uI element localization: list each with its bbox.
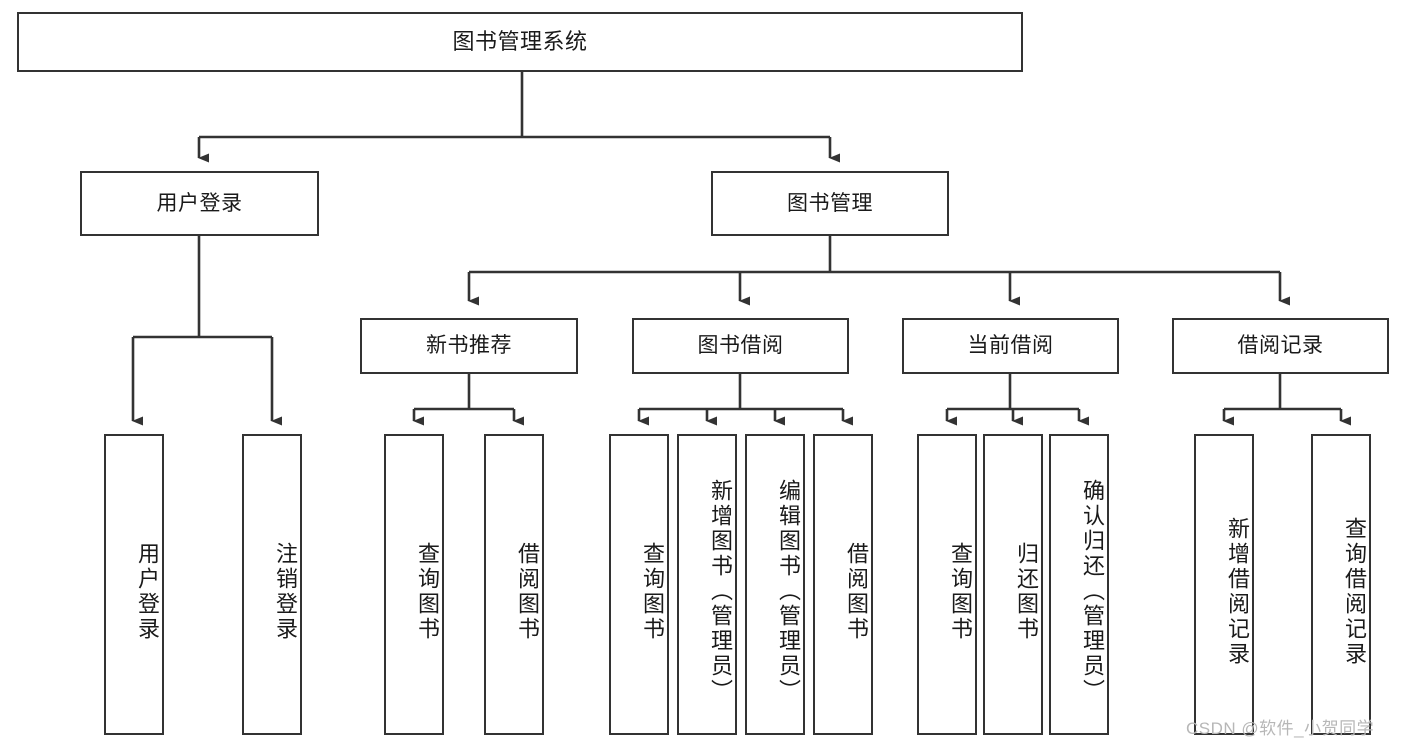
- node-label: 借阅记录: [1237, 334, 1324, 358]
- leaf-new-book-query[interactable]: 查询图书: [384, 434, 444, 735]
- node-book-management[interactable]: 图书管理: [711, 171, 949, 236]
- node-label: 查询借阅记录: [1342, 516, 1367, 667]
- leaf-user-login-login[interactable]: 用户登录: [104, 434, 164, 735]
- node-label: 编辑图书（管理员）: [776, 479, 801, 704]
- node-label: 确认归还（管理员）: [1080, 479, 1105, 704]
- leaf-current-borrow-confirm-return[interactable]: 确认归还（管理员）: [1049, 434, 1109, 735]
- leaf-current-borrow-return[interactable]: 归还图书: [983, 434, 1043, 735]
- node-label: 用户登录: [156, 191, 243, 215]
- node-new-book-recommend[interactable]: 新书推荐: [360, 318, 578, 374]
- node-root-system[interactable]: 图书管理系统: [17, 12, 1023, 72]
- node-label: 新增图书（管理员）: [708, 479, 733, 704]
- node-label: 归还图书: [1014, 541, 1039, 642]
- leaf-book-borrow-query[interactable]: 查询图书: [609, 434, 669, 735]
- node-current-borrow[interactable]: 当前借阅: [902, 318, 1119, 374]
- node-label: 查询图书: [640, 541, 665, 642]
- node-label: 图书管理系统: [452, 28, 588, 54]
- leaf-current-borrow-query[interactable]: 查询图书: [917, 434, 977, 735]
- node-label: 图书借阅: [697, 334, 784, 358]
- node-label: 图书管理: [787, 191, 873, 215]
- node-label: 借阅图书: [515, 541, 540, 642]
- node-label: 查询图书: [415, 541, 440, 642]
- node-borrow-record[interactable]: 借阅记录: [1172, 318, 1389, 374]
- leaf-borrow-record-add[interactable]: 新增借阅记录: [1194, 434, 1254, 735]
- leaf-book-borrow-add[interactable]: 新增图书（管理员）: [677, 434, 737, 735]
- csdn-watermark: CSDN @软件_小贺同学: [1186, 719, 1375, 738]
- node-book-borrow[interactable]: 图书借阅: [632, 318, 849, 374]
- node-label: 借阅图书: [844, 541, 869, 642]
- leaf-book-borrow-edit[interactable]: 编辑图书（管理员）: [745, 434, 805, 735]
- leaf-new-book-borrow[interactable]: 借阅图书: [484, 434, 544, 735]
- leaf-user-login-logout[interactable]: 注销登录: [242, 434, 302, 735]
- node-label: 新增借阅记录: [1225, 516, 1250, 667]
- node-label: 注销登录: [273, 541, 298, 642]
- node-label: 查询图书: [948, 541, 973, 642]
- node-label: 新书推荐: [426, 334, 512, 358]
- leaf-borrow-record-query[interactable]: 查询借阅记录: [1311, 434, 1371, 735]
- node-label: 当前借阅: [967, 334, 1054, 358]
- leaf-book-borrow-borrow[interactable]: 借阅图书: [813, 434, 873, 735]
- node-label: 用户登录: [135, 541, 160, 642]
- node-user-login[interactable]: 用户登录: [80, 171, 319, 236]
